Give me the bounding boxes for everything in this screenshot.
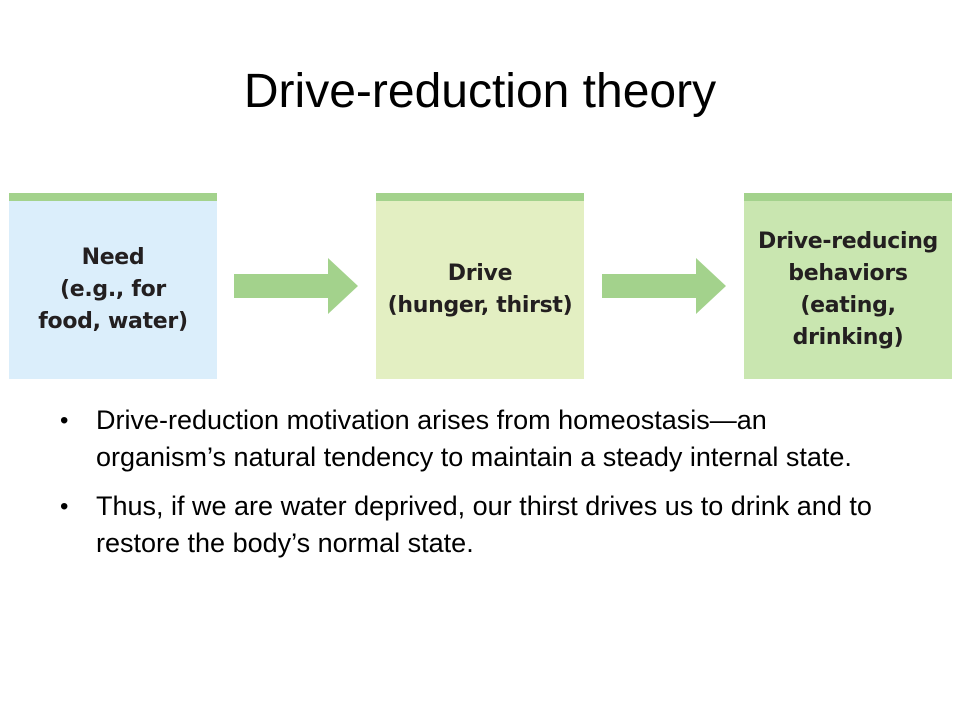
need-box: Need (e.g., for food, water) bbox=[9, 193, 217, 379]
right-arrow-icon bbox=[234, 258, 358, 314]
bullet-icon: • bbox=[60, 407, 69, 434]
drive-reducing-behaviors-box: Drive-reducing behaviors (eating, drinki… bbox=[744, 193, 952, 379]
drive-reducing-behaviors-box-label: Drive-reducing behaviors (eating, drinki… bbox=[757, 229, 939, 350]
drive-box-label: Drive (hunger, thirst) bbox=[387, 261, 573, 318]
bullet-item: • Thus, if we are water deprived, our th… bbox=[60, 488, 890, 562]
bullet-icon: • bbox=[60, 493, 69, 520]
drive-box: Drive (hunger, thirst) bbox=[376, 193, 584, 379]
right-arrow-icon bbox=[602, 258, 726, 314]
bullet-item: • Drive-reduction motivation arises from… bbox=[60, 402, 890, 476]
bullet-list: • Drive-reduction motivation arises from… bbox=[60, 402, 890, 574]
slide-title: Drive-reduction theory bbox=[243, 65, 717, 118]
need-box-label: Need (e.g., for food, water) bbox=[38, 245, 188, 334]
bullet-text: Thus, if we are water deprived, our thir… bbox=[96, 491, 872, 558]
bullet-text: Drive-reduction motivation arises from h… bbox=[96, 405, 852, 472]
